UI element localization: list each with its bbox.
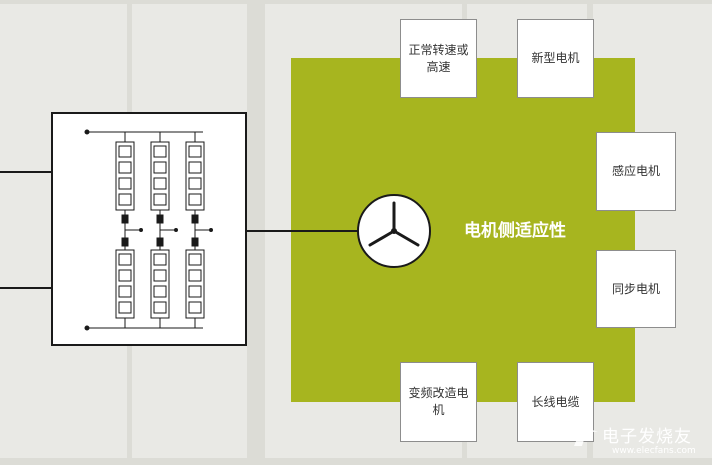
switch-cell xyxy=(188,145,202,158)
box-new-motor: 新型电机 xyxy=(517,19,594,98)
switch-cell xyxy=(118,301,132,314)
switch-cell xyxy=(188,269,202,282)
switch-cell xyxy=(153,285,167,298)
watermark-url: www.elecfans.com xyxy=(612,446,696,456)
switch-cell xyxy=(118,161,132,174)
phase-node xyxy=(209,228,213,232)
switch-cell xyxy=(188,253,202,266)
switch-cell xyxy=(118,269,132,282)
motor-symbol-icon xyxy=(357,194,431,268)
inverter-block xyxy=(51,112,247,346)
switch-cell xyxy=(188,285,202,298)
switch-cell xyxy=(153,253,167,266)
switch-cell xyxy=(153,269,167,282)
phase-node xyxy=(174,228,178,232)
phase-node xyxy=(139,228,143,232)
connector xyxy=(121,237,129,247)
connector xyxy=(121,214,129,224)
switch-cell xyxy=(188,161,202,174)
switch-cell xyxy=(188,301,202,314)
box-induction-motor: 感应电机 xyxy=(596,132,676,211)
switch-cell xyxy=(153,301,167,314)
box-synchronous-motor: 同步电机 xyxy=(596,250,676,328)
switch-cell xyxy=(153,145,167,158)
switch-cell xyxy=(118,285,132,298)
watermark-logo-icon xyxy=(574,429,598,446)
connector xyxy=(191,214,199,224)
watermark-text: 电子发烧友 xyxy=(602,427,692,447)
switch-cell xyxy=(118,253,132,266)
switch-cell xyxy=(153,161,167,174)
switch-module-upper xyxy=(150,141,170,211)
switch-cell xyxy=(118,145,132,158)
connector xyxy=(191,237,199,247)
box-normal-or-high-speed: 正常转速或高速 xyxy=(400,19,477,98)
switch-cell xyxy=(118,193,132,206)
inverter-schematic xyxy=(84,129,213,331)
box-long-cable: 长线电缆 xyxy=(517,362,594,442)
switch-module-lower xyxy=(185,249,205,319)
box-vfd-retrofit-motor: 变频改造电机 xyxy=(400,362,477,442)
switch-cell xyxy=(153,177,167,190)
connector xyxy=(156,214,164,224)
switch-module-lower xyxy=(115,249,135,319)
connector xyxy=(156,237,164,247)
center-label: 电机侧适应性 xyxy=(464,221,566,241)
switch-module-upper xyxy=(115,141,135,211)
switch-cell xyxy=(188,193,202,206)
switch-cell xyxy=(153,193,167,206)
switch-cell xyxy=(118,177,132,190)
switch-cell xyxy=(188,177,202,190)
switch-module-upper xyxy=(185,141,205,211)
switch-module-lower xyxy=(150,249,170,319)
